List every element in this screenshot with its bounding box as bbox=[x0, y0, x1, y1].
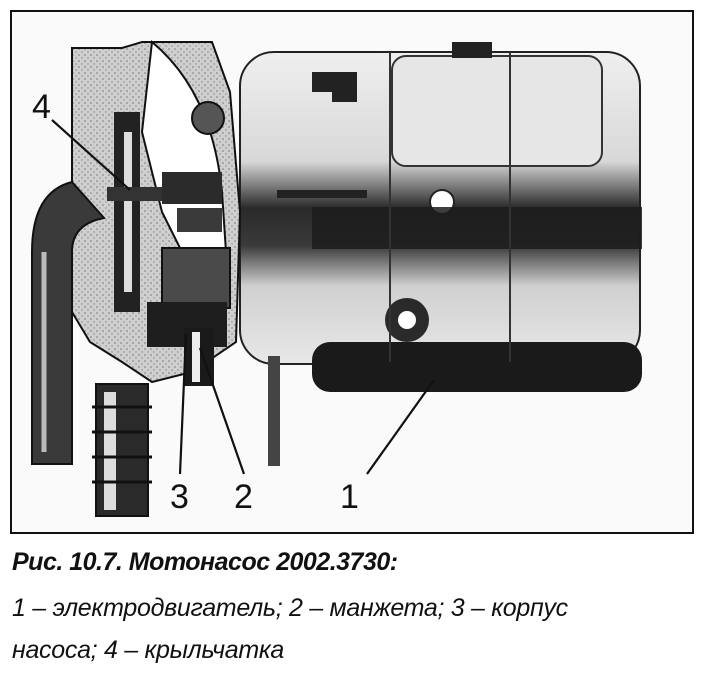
callout-4: 4 bbox=[32, 88, 51, 126]
motor-pump-illustration bbox=[31, 40, 642, 517]
electric-motor bbox=[239, 42, 642, 392]
leader-line-1 bbox=[366, 379, 435, 475]
leader-line-2 bbox=[198, 347, 246, 475]
figure-caption: Рис. 10.7. Мотонасос 2002.3730: 1 – элек… bbox=[12, 548, 692, 671]
caption-line-1: 1 – электродвигатель; 2 – манжета; 3 – к… bbox=[12, 594, 568, 622]
inlet-hose bbox=[31, 180, 106, 465]
leader-line-3 bbox=[178, 333, 188, 475]
callout-2: 2 bbox=[234, 478, 253, 516]
caption-body: 1 – электродвигатель; 2 – манжета; 3 – к… bbox=[12, 587, 692, 671]
outlet-nozzle bbox=[92, 356, 280, 517]
callout-1: 1 bbox=[340, 478, 359, 516]
leader-line-4 bbox=[51, 119, 131, 191]
leader-lines bbox=[51, 119, 435, 475]
callout-3: 3 bbox=[170, 478, 189, 516]
figure-frame: 4 3 2 1 bbox=[10, 10, 694, 534]
impeller bbox=[107, 112, 222, 312]
caption-line-2: насоса; 4 – крыльчатка bbox=[12, 636, 284, 664]
caption-title: Рис. 10.7. Мотонасос 2002.3730: bbox=[12, 548, 398, 576]
